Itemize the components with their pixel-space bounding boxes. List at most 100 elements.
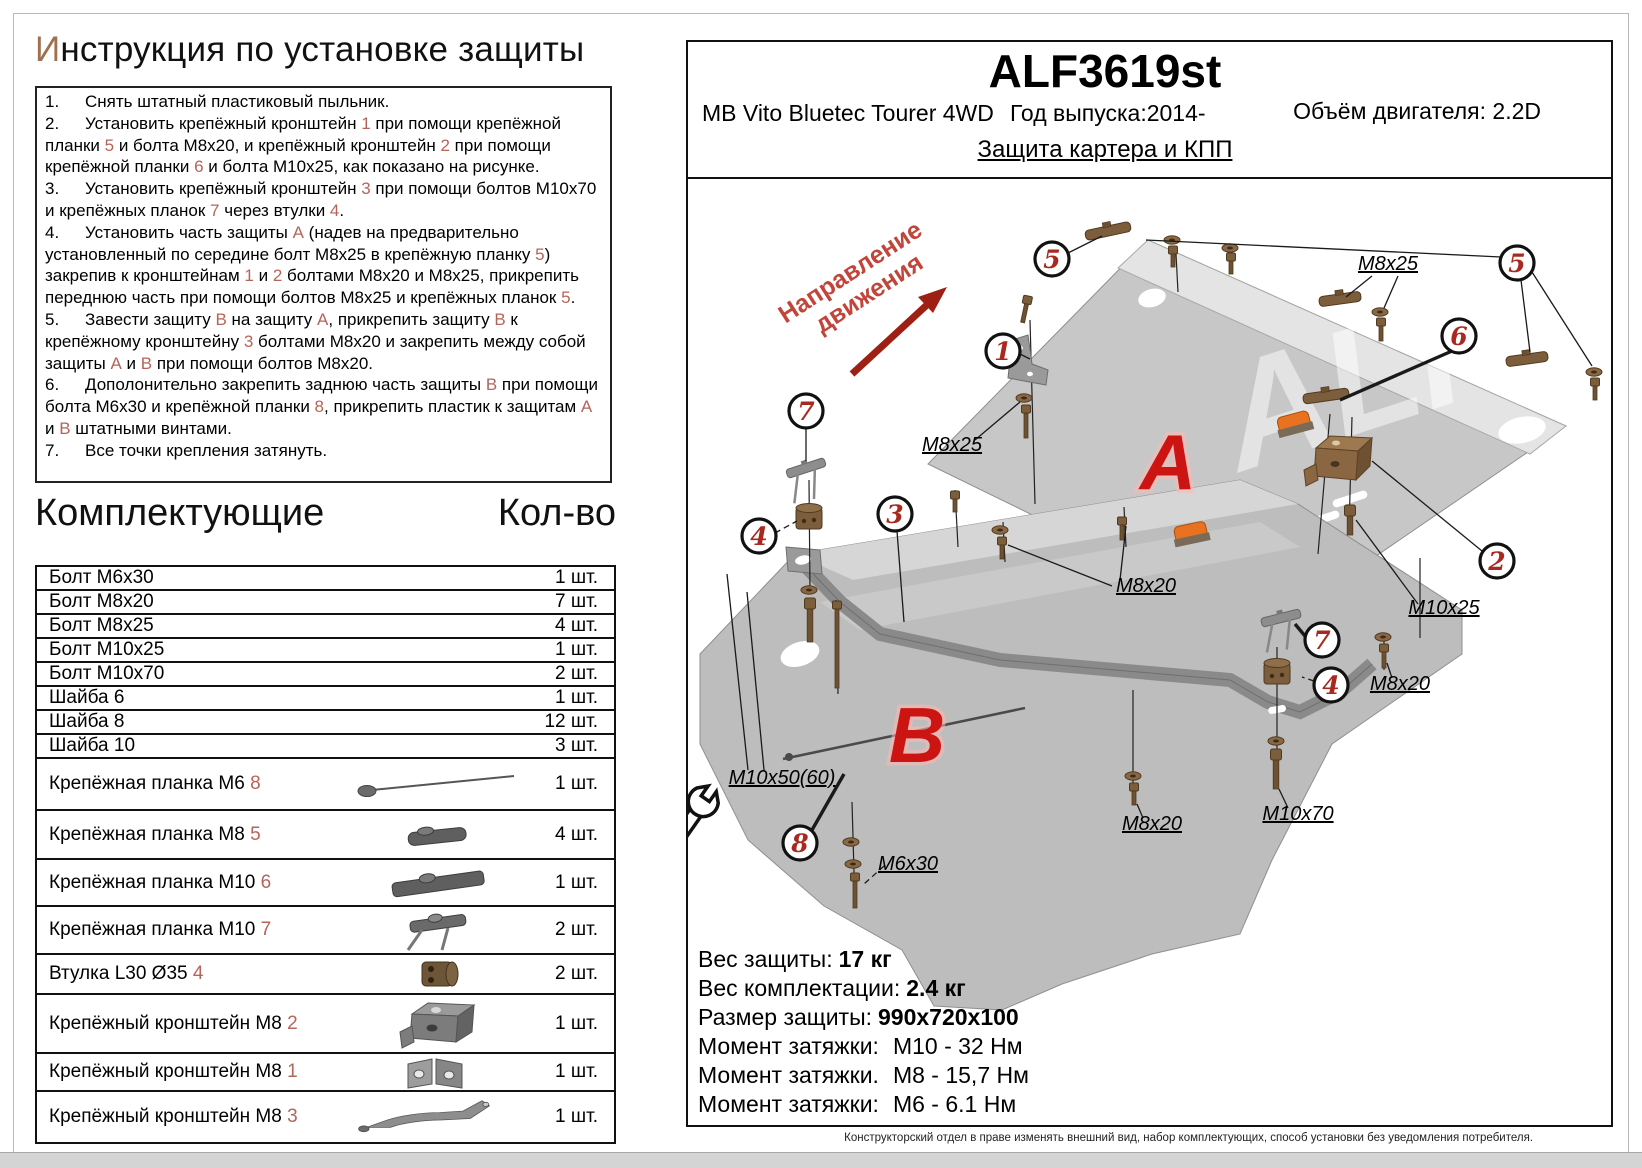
callout-8: 8 — [781, 824, 819, 862]
part-reference: 1 — [244, 266, 254, 286]
step-number: 1. — [45, 92, 60, 111]
component-quantity: 1 шт. — [555, 639, 598, 660]
spec-line: Размер защиты:990x720x100 — [698, 1003, 1029, 1032]
callout-5: 5 — [1033, 240, 1071, 278]
part-letter-b: В — [889, 691, 945, 779]
plate-a-hole — [1498, 416, 1546, 444]
washer-icon — [1374, 632, 1392, 642]
label-m8x25-left: M8x25 — [922, 434, 983, 456]
washer-icon — [1163, 235, 1181, 245]
leader-line — [1355, 519, 1419, 605]
strip-legs-icon — [1260, 608, 1302, 653]
component-name: Болт М8х25 — [49, 615, 154, 636]
svg-text:7: 7 — [1313, 626, 1331, 655]
title-rest: нструкция по установке защиты — [60, 30, 585, 69]
spec-label: Момент затяжки: — [698, 1033, 879, 1059]
screw-icon — [850, 872, 860, 909]
leader-line — [863, 865, 885, 885]
callout-6: 6 — [1440, 317, 1478, 355]
screw-icon — [950, 490, 960, 513]
leader-line — [1386, 662, 1393, 679]
instructions-box: 1.Снять штатный пластиковый пыльник.2.Ус… — [35, 86, 612, 483]
step-number: 5. — [45, 309, 60, 329]
screw-icon — [1020, 294, 1033, 324]
part-reference: В — [215, 309, 227, 329]
washer-icon — [991, 525, 1009, 535]
bottom-strip — [0, 1152, 1642, 1168]
bracket-long-icon — [352, 1093, 522, 1141]
part-reference: 8 — [314, 397, 325, 417]
component-quantity: 12 шт. — [544, 711, 598, 732]
part-number: ALF3619st — [988, 45, 1222, 97]
component-name: Втулка L30 Ø35 4 — [49, 963, 204, 984]
leader-line — [1136, 803, 1144, 819]
leader-line — [1339, 349, 1453, 402]
washer-icon — [800, 585, 818, 595]
callout-2: 2 — [1478, 542, 1516, 580]
label-m10x50-60: M10x50(60) — [729, 767, 836, 789]
leader-line — [1067, 235, 1103, 254]
label-m6x30: М6x30 — [878, 853, 938, 875]
part-reference: 1 — [287, 1061, 298, 1082]
callout-4: 4 — [740, 517, 778, 555]
part-reference: 4 — [329, 200, 340, 220]
part-reference: 7 — [260, 919, 272, 940]
direction-arrow-head — [918, 287, 947, 313]
assembly-diagram: Направление движения ALF — [688, 216, 1603, 1011]
screw-icon — [832, 600, 842, 689]
bar-long-icon — [352, 863, 522, 903]
spec-label: Момент затяжки. — [698, 1062, 879, 1088]
components-header: Комплектующие Кол-во — [35, 492, 616, 535]
screw-icon — [1117, 516, 1127, 541]
spec-label: Момент затяжки: — [698, 1091, 879, 1117]
component-name: Болт М8х20 — [49, 591, 154, 612]
screw-icon — [1226, 252, 1236, 275]
plate-b-hole — [780, 641, 820, 667]
component-quantity: 2 шт. — [555, 919, 598, 940]
label-m8x25-top: M8x25 — [1358, 253, 1419, 275]
svg-text:4: 4 — [750, 522, 767, 551]
leader-line — [1301, 676, 1315, 682]
label-m10x25: M10x25 — [1408, 597, 1480, 619]
washer-icon — [1015, 393, 1033, 403]
washer-icon — [1585, 367, 1603, 377]
component-name: Шайба 8 — [49, 711, 125, 732]
instruction-step-1: 1.Снять штатный пластиковый пыльник. — [45, 92, 390, 111]
component-quantity: 3 шт. — [555, 735, 598, 756]
part-reference: 6 — [260, 871, 272, 893]
part-reference: В — [59, 418, 71, 438]
part-letters: А А В В — [885, 415, 1199, 783]
spec-value: М10 - 32 Нм — [892, 1033, 1023, 1059]
part-reference: 6 — [194, 157, 204, 177]
callout-7: 7 — [1303, 621, 1341, 659]
components-heading: Комплектующие — [35, 492, 325, 534]
part-reference: А — [110, 353, 122, 373]
component-name: Шайба 6 — [49, 687, 125, 708]
component-name: Крепёжный кронштейн М8 1 — [49, 1061, 298, 1082]
direction-of-travel: Направление движения — [774, 216, 947, 377]
drawing-panel: ALF3619st MB Vito Bluetec Tourer 4WD Год… — [686, 40, 1613, 1127]
instruction-step-6: 6.Дополонительно закрепить заднюю часть … — [45, 375, 599, 438]
leader-line — [726, 573, 749, 771]
callout-3: 3 — [876, 495, 914, 533]
spec-line: Момент затяжки:М6 - 6.1 Нм — [698, 1090, 1029, 1119]
component-quantity: 1 шт. — [555, 687, 598, 708]
component-quantity: 7 шт. — [555, 591, 598, 612]
part-reference: 5 — [535, 244, 545, 264]
engine-volume: Объём двигателя: 2.2D — [1293, 98, 1541, 124]
washer-icon — [1124, 771, 1142, 781]
washer-icon — [1267, 736, 1285, 746]
component-name: Крепёжный кронштейн М8 3 — [49, 1106, 298, 1127]
bracket-2 — [1303, 435, 1374, 487]
instruction-step-3: 3.Установить крепёжный кронштейн 3 при п… — [45, 179, 597, 220]
spec-line: Момент затяжки: М10 - 32 Нм — [698, 1032, 1029, 1061]
svg-text:8: 8 — [790, 829, 808, 858]
part-reference: 5 — [561, 288, 571, 308]
strip-8-rod — [782, 706, 1026, 761]
